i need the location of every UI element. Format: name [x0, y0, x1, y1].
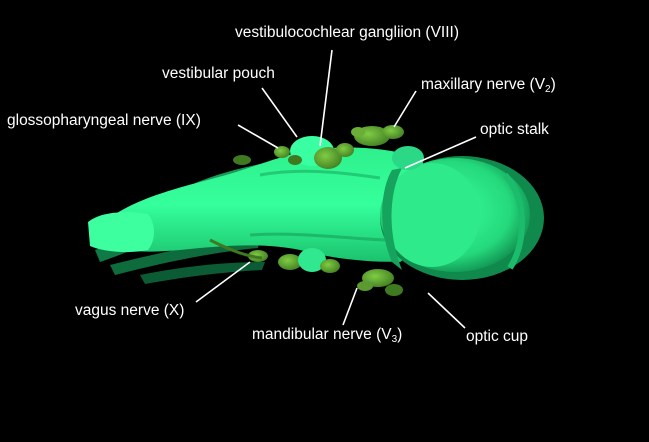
leader-mandibular — [342, 287, 358, 326]
label-optic-stalk: optic stalk — [480, 121, 549, 138]
label-vagus-nerve: vagus nerve (X) — [75, 302, 185, 319]
label-vestibulocochlear-ganglion: vestibulocochlear gangliion (VIII) — [235, 24, 460, 41]
label-vestibular-pouch: vestibular pouch — [162, 65, 275, 82]
leader-vestibulocochlear — [319, 49, 333, 147]
leader-vagus — [195, 261, 251, 303]
lower-ganglia — [209, 238, 403, 296]
leader-glossopharyngeal — [237, 124, 279, 149]
label-glossopharyngeal-nerve: glossopharyngeal nerve (IX) — [7, 112, 201, 129]
leader-optic-stalk — [404, 136, 477, 169]
neural-tube — [100, 147, 430, 262]
label-optic-cup: optic cup — [466, 328, 529, 345]
upper-ganglia — [233, 125, 404, 169]
leader-lines — [195, 49, 477, 329]
leader-optic-cup — [427, 292, 466, 329]
caudal-tip — [88, 212, 154, 253]
leader-vestibular-pouch — [261, 87, 298, 138]
label-maxillary-nerve: maxillary nerve (V2) — [421, 76, 556, 95]
leader-maxillary — [393, 90, 417, 128]
label-mandibular-nerve: mandibular nerve (V3) — [252, 326, 403, 345]
